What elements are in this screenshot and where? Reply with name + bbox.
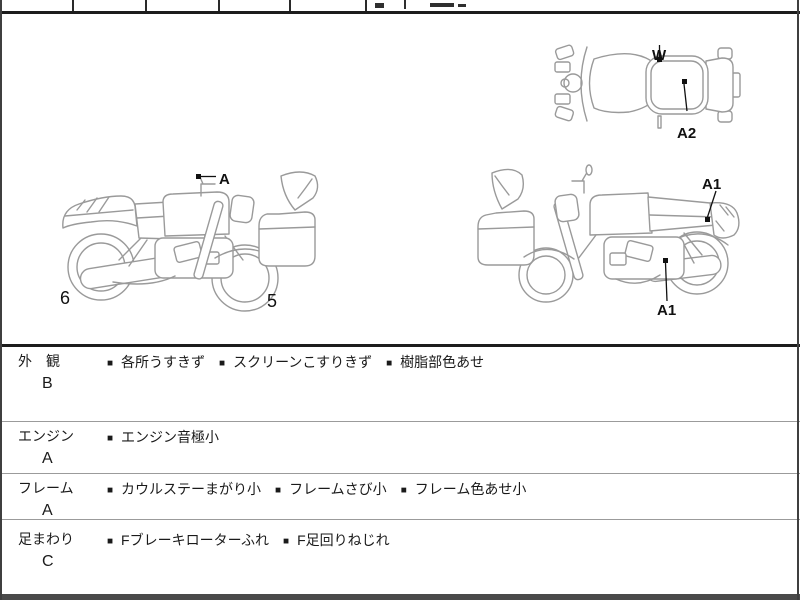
bullet-icon: ■ (107, 536, 114, 547)
clipped-header-text (430, 3, 454, 7)
clipped-header-text (404, 0, 406, 9)
wheel-number-front: 5 (267, 291, 278, 311)
condition-item: ■ Fブレーキローターふれ (107, 532, 269, 551)
condition-item: ■ スクリーンこすりきず (219, 354, 372, 373)
grade-value: A (42, 450, 53, 467)
table-row-engine: エンジン A ■ エンジン音極小 (0, 421, 800, 473)
condition-table: 外 観 B ■ 各所うすきず ■ スクリーンこすりきず ■ 樹脂部色あせ エンジン A… (0, 344, 800, 591)
bullet-icon: ■ (107, 358, 114, 369)
category-label: フレーム (18, 480, 74, 496)
header-divider (289, 0, 291, 11)
condition-text: Fブレーキローターふれ (121, 532, 270, 548)
condition-text: 各所うすきず (121, 354, 206, 370)
category-label: 足まわり (18, 531, 74, 547)
clipped-header-text (375, 3, 384, 8)
condition-text: フレーム色あせ小 (414, 481, 527, 497)
condition-text: スクリーンこすりきず (233, 354, 373, 370)
bullet-icon: ■ (283, 536, 290, 547)
table-row-exterior: 外 観 B ■ 各所うすきず ■ スクリーンこすりきず ■ 樹脂部色あせ (0, 347, 800, 421)
grade-value: C (42, 553, 54, 570)
wheel-number-rear: 6 (60, 288, 71, 308)
header-divider (145, 0, 147, 11)
damage-label-a1-top: A1 (702, 176, 722, 193)
condition-item: ■ フレーム色あせ小 (401, 481, 527, 500)
motorcycle-side-view-left-icon (477, 164, 740, 303)
damage-label-a1-bottom: A1 (657, 302, 677, 319)
bullet-icon: ■ (107, 485, 114, 496)
condition-text: カウルステーまがり小 (121, 481, 262, 497)
category-label: 外 観 (18, 353, 60, 369)
damage-label-w: W (652, 47, 667, 64)
bullet-icon: ■ (107, 433, 114, 444)
damage-label-a2: A2 (677, 125, 697, 142)
header-divider (365, 0, 367, 11)
header-divider (72, 0, 74, 11)
condition-item: ■ エンジン音極小 (107, 429, 219, 448)
sheet-bottom-border (0, 594, 800, 600)
bullet-icon: ■ (386, 358, 393, 369)
bullet-icon: ■ (275, 485, 282, 496)
condition-text: エンジン音極小 (121, 429, 220, 445)
condition-item: ■ カウルステーまがり小 (107, 481, 261, 500)
sheet-left-border (0, 0, 2, 600)
vehicle-diagram-area: W A2 (0, 14, 800, 344)
category-label: エンジン (18, 428, 74, 444)
grade-value: B (42, 375, 53, 392)
motorcycle-top-view-icon (554, 44, 741, 129)
grade-value: A (42, 502, 53, 519)
table-row-frame: フレーム A ■ カウルステーまがり小 ■ フレームさび小 ■ フレーム色あせ小 (0, 473, 800, 519)
header-divider (218, 0, 220, 11)
motorcycle-side-view-right-icon (62, 171, 319, 312)
sheet-right-border (797, 0, 799, 600)
condition-item: ■ 樹脂部色あせ (386, 354, 484, 373)
condition-item: ■ F足回りねじれ (283, 532, 390, 551)
condition-item: ■ 各所うすきず (107, 354, 205, 373)
damage-label-a: A (219, 171, 230, 188)
clipped-header-text (458, 4, 466, 7)
condition-text: フレームさび小 (289, 481, 387, 497)
condition-text: 樹脂部色あせ (400, 354, 485, 370)
bullet-icon: ■ (400, 485, 407, 496)
condition-item: ■ フレームさび小 (275, 481, 387, 500)
clipped-header-row (0, 0, 800, 14)
table-row-undercarriage: 足まわり C ■ Fブレーキローターふれ ■ F足回りねじれ (0, 519, 800, 591)
bullet-icon: ■ (219, 358, 226, 369)
condition-text: F足回りねじれ (297, 532, 390, 548)
